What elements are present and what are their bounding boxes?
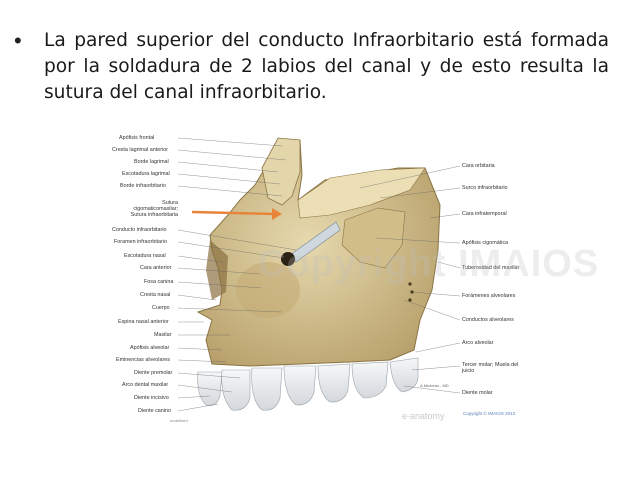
- undefined-label: undefined: [170, 418, 188, 423]
- author-credit: A.Micheau - MD: [420, 383, 449, 388]
- label-maxilar: Maxilar: [154, 332, 172, 338]
- label-cresta-lagrimal: Cresta lagrimal anterior: [112, 147, 169, 153]
- pointer-arrow: [191, 210, 277, 216]
- label-tercer-molar: Tercer molar; Muela del juicio: [462, 362, 519, 374]
- label-cara-infratemporal: Cara infratemporal: [462, 211, 507, 217]
- infraorbital-foramen: [281, 252, 295, 266]
- label-borde-lagrimal: Borde lagrimal: [134, 159, 169, 165]
- label-borde-infraorbitario: Borde infraorbitario: [120, 183, 166, 189]
- label-conductos-alveolares: Conductos alveolares: [462, 317, 514, 323]
- label-arco-alveolar: Arco alveolar: [462, 340, 494, 346]
- frontal-process: [261, 137, 301, 206]
- watermark: Copyright IMAIOS: [258, 243, 600, 285]
- label-cuerpo: Cuerpo: [152, 305, 170, 311]
- label-surco-infraorbitario: Surco infraorbitario: [462, 185, 508, 191]
- label-conducto-infraorbitario: Conducto infraorbitario: [112, 227, 167, 233]
- label-apofisis-alveolar: Apófisis alveolar: [130, 345, 170, 351]
- label-fosa-canina: Fosa canina: [144, 279, 174, 285]
- bullet: •: [14, 28, 22, 53]
- bullet-text: La pared superior del conducto Infraorbi…: [44, 30, 609, 103]
- label-sutura: Sutura cigomaticomaxilar; Sutura infraor…: [130, 200, 178, 218]
- teeth-row: [197, 357, 419, 411]
- e-anatomy-watermark: e-anatomy: [402, 411, 445, 421]
- label-diente-premolar: Diente premolar: [134, 370, 173, 376]
- label-espina-nasal: Espina nasal anterior: [118, 319, 169, 325]
- label-cresta-nasal: Cresta nasal: [140, 292, 171, 298]
- label-escotadura-lagrimal: Escotadura lagrimal: [122, 171, 170, 177]
- label-diente-molar: Diente molar: [462, 390, 493, 396]
- orbital-surface: [297, 167, 426, 219]
- label-apofisis-cigomatica: Apófisis cigomática: [462, 240, 509, 246]
- label-tuberosidad: Tuberosidad del maxilar: [462, 265, 520, 271]
- label-foramen-infraorbitario: Foramen infraorbitario: [114, 239, 168, 245]
- label-foramenes-alveolares: Forámenes alveolares: [462, 293, 516, 299]
- copyright-notice: Copyright © IMAIOS 2013: [463, 411, 516, 416]
- label-apofisis-frontal: Apófisis frontal: [119, 135, 155, 141]
- label-cara-orbitaria: Cara orbitaria: [462, 163, 495, 169]
- label-diente-incisivo: Diente incisivo: [134, 395, 169, 401]
- label-diente-canino: Diente canino: [138, 408, 171, 414]
- label-eminencias-alveolares: Eminencias alveolares: [116, 357, 170, 363]
- zygomatic-process: [341, 207, 406, 269]
- label-cara-anterior: Cara anterior: [140, 265, 172, 271]
- label-escotadura-nasal: Escotadura nasal: [124, 253, 166, 259]
- label-arco-dental: Arco dental maxilar: [122, 382, 169, 388]
